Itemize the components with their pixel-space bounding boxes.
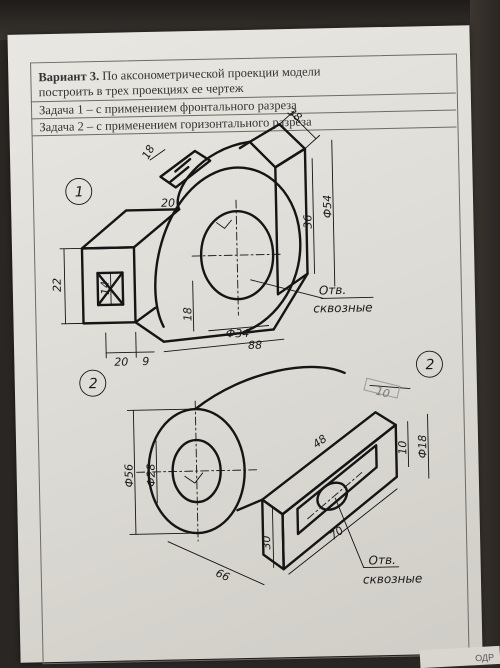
m1-dim-36: 36 (301, 215, 314, 229)
model-2-number-left: 2 (89, 376, 98, 392)
model-2: 2 2 (79, 351, 447, 593)
scrap-text: ОДР (475, 652, 494, 663)
m2-dim-phi56: Ф56 (122, 464, 135, 488)
m1-dim-14: 14 (99, 281, 112, 295)
m2-dim-30: 30 (260, 535, 273, 549)
m1-note-line-2: сквозные (313, 300, 373, 315)
m1-dim-phi34: Ф34 (226, 327, 250, 340)
m1-dim-18-vertical: 18 (181, 307, 194, 321)
model-2-keyway (185, 473, 203, 483)
m2-note-line-1: Отв. (368, 553, 396, 568)
m1-dim-22: 22 (51, 278, 64, 292)
m1-dim-20-top: 20 (161, 196, 175, 209)
m2-dim-48: 48 (310, 432, 329, 451)
m2-dim-10: 10 (396, 441, 409, 455)
m2-dim-phi28: Ф28 (144, 463, 157, 487)
m2-note-line-2: сквозные (363, 571, 423, 586)
paper-sheet: Вариант 3. По аксонометрической проекции… (7, 25, 482, 663)
m1-dim-phi54: Ф54 (321, 195, 334, 219)
m2-dim-10-top: 10 (374, 385, 391, 401)
m1-dim-9: 9 (142, 355, 149, 368)
model-2-number-right: 2 (425, 357, 434, 373)
model-1-number: 1 (75, 184, 84, 200)
m1-dim-18: 18 (139, 143, 157, 162)
technical-drawing: 1 (7, 25, 482, 663)
m1-dim-88: 88 (248, 339, 262, 352)
model-1-keyway (216, 220, 231, 228)
m2-dim-phi18: Ф18 (416, 435, 429, 459)
m1-note-line-1: Отв. (319, 283, 347, 298)
m2-dim-70: 70 (327, 524, 346, 543)
m1-note-leader (321, 297, 373, 298)
model-1: 1 (47, 104, 374, 370)
m1-dim-20: 20 (114, 355, 128, 368)
m1-dim-38: 38 (285, 105, 304, 124)
